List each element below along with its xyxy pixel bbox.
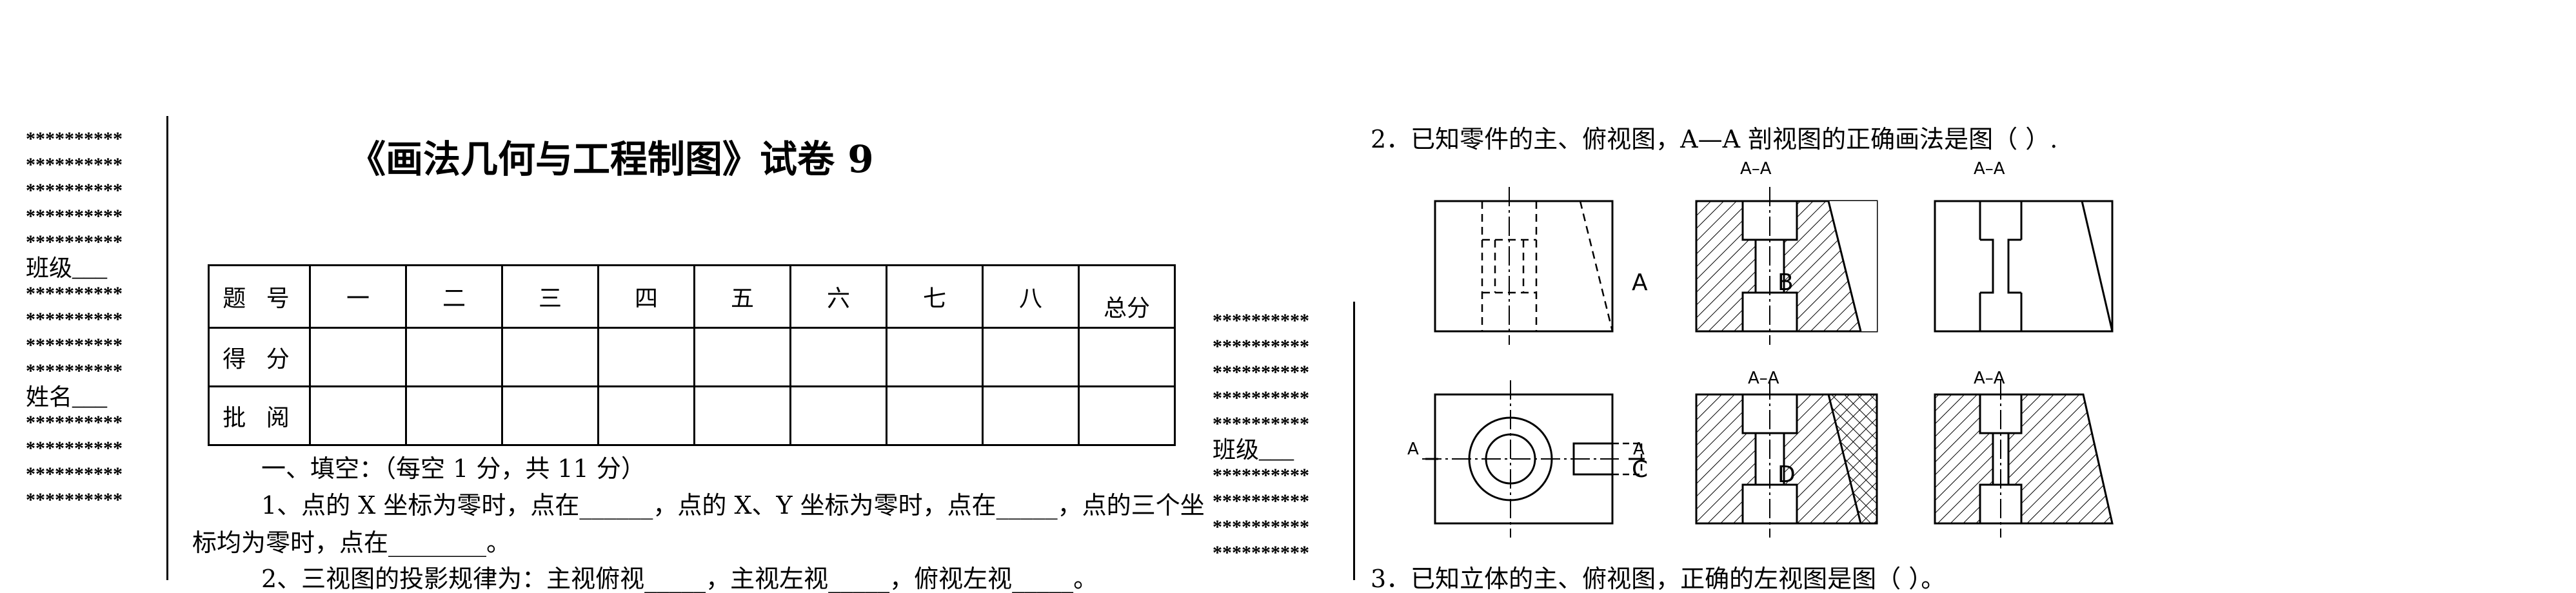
binding-margin-middle: ********** ********** ********** *******…	[1213, 308, 1309, 566]
star-line: **********	[1213, 516, 1309, 538]
star-line: **********	[1213, 413, 1309, 434]
star-line: **********	[26, 412, 123, 433]
table-cell: 总分	[1078, 264, 1176, 329]
section-option-top-right: A–A	[1934, 159, 2114, 333]
star-line: **********	[26, 180, 123, 201]
name-label: 姓名___	[26, 384, 108, 410]
star-line: **********	[1213, 336, 1309, 357]
table-row: 得 分	[208, 327, 1176, 387]
table-cell: 四	[597, 264, 695, 329]
score-cell[interactable]	[693, 385, 791, 446]
section-view-figure: A A–A B A–A A A C	[1407, 159, 2114, 538]
question2-line1: 2、三视图的投影规律为：主视俯视_____，主视左视_____，俯视左视____…	[261, 565, 1098, 593]
star-line: **********	[26, 335, 123, 356]
table-cell: 批 阅	[208, 385, 311, 446]
star-line: **********	[26, 231, 123, 253]
table-cell: 三	[501, 264, 599, 329]
score-cell[interactable]	[309, 385, 407, 446]
table-cell: 一	[309, 264, 407, 329]
score-cell[interactable]	[886, 327, 984, 387]
star-line: **********	[26, 309, 123, 330]
table-row: 批 阅	[208, 385, 1176, 446]
score-table: 题 号 一 二 三 四 五 六 七 八 总分 得 分 批 阅	[208, 264, 1176, 446]
star-line: **********	[1213, 362, 1309, 383]
table-row: 题 号 一 二 三 四 五 六 七 八 总分	[208, 264, 1176, 329]
star-line: **********	[1213, 310, 1309, 331]
star-line: **********	[26, 463, 123, 485]
section-option-b: A–A	[1695, 159, 1878, 345]
option-a-label: A	[1632, 269, 1648, 296]
star-line: **********	[1213, 465, 1309, 486]
question-left-view: 3．已知立体的主、俯视图，正确的左视图是图（ ）。	[1371, 565, 1946, 593]
binding-line-middle	[1353, 302, 1355, 580]
section-view-label: A–A	[1974, 369, 2005, 388]
score-cell[interactable]	[789, 327, 887, 387]
score-cell[interactable]	[1078, 385, 1176, 446]
table-cell: 得 分	[208, 327, 311, 387]
score-cell[interactable]	[1078, 327, 1176, 387]
section-option-bottom-right: A–A	[1934, 369, 2114, 538]
score-cell[interactable]	[309, 327, 407, 387]
section1-heading: 一、填空：（每空 1 分，共 11 分）	[261, 454, 646, 483]
option-b-label: B	[1778, 269, 1794, 296]
score-cell[interactable]	[405, 385, 503, 446]
top-view	[1422, 380, 1645, 538]
cut-plane-label-left: A	[1407, 440, 1419, 459]
star-line: **********	[26, 128, 123, 150]
class-label: 班级___	[26, 255, 108, 281]
star-line: **********	[26, 489, 123, 510]
star-line: **********	[26, 283, 123, 304]
star-line: **********	[26, 438, 123, 459]
star-line: **********	[26, 360, 123, 382]
score-cell[interactable]	[886, 385, 984, 446]
exam-title: 《画法几何与工程制图》试卷 9	[348, 137, 874, 181]
score-cell[interactable]	[982, 327, 1080, 387]
binding-line-left	[166, 116, 168, 580]
star-line: **********	[1213, 491, 1309, 512]
score-cell[interactable]	[693, 327, 791, 387]
binding-margin-left: ********** ********** ********** *******…	[26, 126, 123, 513]
section-view-label: A–A	[1974, 159, 2005, 179]
front-view	[1434, 187, 1614, 345]
section-view-label: A–A	[1748, 369, 1779, 388]
score-cell[interactable]	[982, 385, 1080, 446]
score-cell[interactable]	[501, 327, 599, 387]
score-cell[interactable]	[597, 385, 695, 446]
star-line: **********	[1213, 387, 1309, 409]
score-cell[interactable]	[501, 385, 599, 446]
score-cell[interactable]	[405, 327, 503, 387]
option-c-label: C	[1632, 456, 1648, 483]
table-cell: 六	[789, 264, 887, 329]
table-cell: 二	[405, 264, 503, 329]
section-view-label: A–A	[1740, 159, 1772, 179]
table-cell: 七	[886, 264, 984, 329]
cut-plane-label-right: A	[1633, 440, 1645, 459]
table-cell: 题 号	[208, 264, 311, 329]
star-line: **********	[26, 154, 123, 175]
star-line: **********	[26, 206, 123, 227]
score-cell[interactable]	[789, 385, 887, 446]
table-cell: 五	[693, 264, 791, 329]
class-label: 班级___	[1213, 437, 1294, 463]
question1-line2: 标均为零时，点在________。	[192, 529, 511, 557]
question-section-view: 2．已知零件的主、俯视图，A—A 剖视图的正确画法是图（ ）.	[1371, 125, 2058, 153]
table-cell: 八	[982, 264, 1080, 329]
section-option-d: A–A	[1695, 369, 1878, 538]
question1-line1: 1、点的 X 坐标为零时，点在______，点的 X、Y 坐标为零时，点在___…	[261, 491, 1205, 520]
score-cell[interactable]	[597, 327, 695, 387]
option-d-label: D	[1778, 462, 1796, 488]
star-line: **********	[1213, 542, 1309, 563]
